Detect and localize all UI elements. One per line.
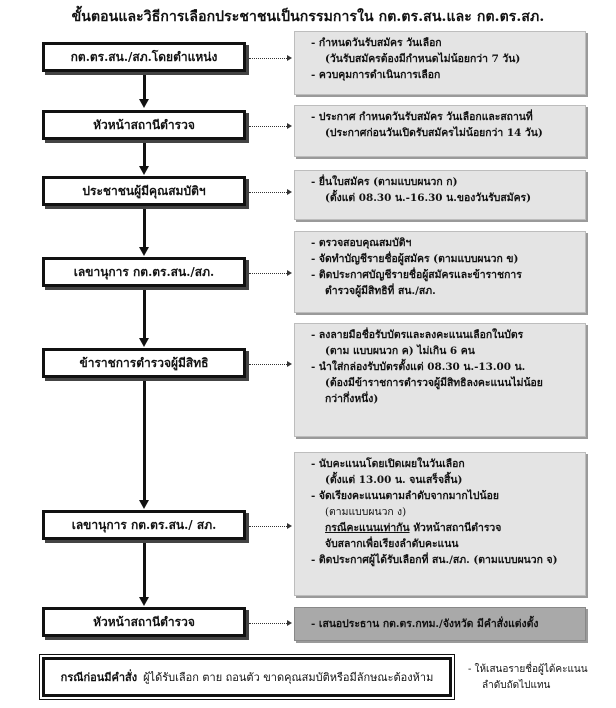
detail-box-2: - ประกาศ กำหนดวันรับสมัคร วันเลือกและสถา…	[294, 105, 586, 157]
dotted-connector	[249, 126, 289, 127]
step-label: หัวหน้าสถานีตำรวจ	[93, 614, 195, 629]
detail-line: กว่ากึ่งหนึ่ง)	[325, 393, 379, 405]
step-label: เลขานุการ กต.ตร.สน./ สภ.	[71, 517, 217, 532]
dotted-arrowhead	[287, 620, 292, 626]
page-title: ขั้นตอนและวิธีการเลือกประชาชนเป็นกรรมการ…	[71, 9, 545, 25]
step-box-5: ข้าราชการตำรวจผู้มีสิทธิ	[42, 348, 246, 378]
step-box-1: กต.ตร.สน./สภ.โดยตำแหน่ง	[42, 42, 246, 72]
detail-line: - จัดทำบัญชีรายชื่อผู้สมัคร (ตามแบบผนวก …	[311, 253, 519, 265]
flow-arrowhead	[139, 597, 149, 606]
detail-line: - กำหนดวันรับสมัคร วันเลือก	[311, 37, 442, 49]
dotted-arrowhead	[287, 123, 292, 129]
exception-label: กรณีก่อนมีคำสั่ง	[60, 671, 138, 684]
detail-box-5: - ลงลายมือชื่อรับบัตรและลงคะแนนเลือกในบั…	[294, 323, 586, 437]
side-note: - ให้เสนอรายชื่อผู้ได้คะแนน ลำดับถัดไปแท…	[468, 662, 608, 694]
dotted-arrowhead	[287, 361, 292, 367]
detail-line: จับสลากเพื่อเรียงลำดับคะแนน	[325, 538, 459, 550]
detail-line: - ติดประกาศบัญชีรายชื่อผู้สมัครและข้าราช…	[311, 269, 522, 281]
detail-box-3: - ยื่นใบสมัคร (ตามแบบผนวก ก) (ตั้งแต่ 08…	[294, 170, 586, 220]
detail-line: (วันรับสมัครต้องมีกำหนดไม่น้อยกว่า 7 วัน…	[325, 53, 521, 65]
flow-arrowhead	[139, 99, 149, 108]
flow-line	[143, 143, 146, 166]
step-label: เลขานุการ กต.ตร.สน./สภ.	[73, 264, 215, 279]
detail-box-1: - กำหนดวันรับสมัคร วันเลือก (วันรับสมัคร…	[294, 31, 586, 95]
detail-line: - นับคะแนนโดยเปิดเผยในวันเลือก	[311, 458, 465, 470]
dotted-arrowhead	[287, 523, 292, 529]
detail-line: - ตรวจสอบคุณสมบัติฯ	[311, 237, 412, 249]
dotted-connector	[249, 623, 289, 624]
detail-line: (ตามแบบผนวก ง)	[325, 506, 407, 518]
dotted-connector	[249, 192, 289, 193]
step-box-7: หัวหน้าสถานีตำรวจ	[42, 607, 246, 637]
dotted-arrowhead	[287, 270, 292, 276]
exception-box: กรณีก่อนมีคำสั่ง ผู้ได้รับเลือก ตาย ถอนต…	[39, 654, 455, 700]
detail-line: - ควบคุมการดำเนินการเลือก	[311, 69, 441, 81]
detail-line: - ยื่นใบสมัคร (ตามแบบผนวก ก)	[311, 176, 458, 188]
flow-arrowhead	[139, 166, 149, 175]
detail-line: - ติดประกาศผู้ได้รับเลือกที่ สน./สภ. (ตา…	[311, 554, 558, 566]
detail-line: (ตาม แบบผนวก ค) ไม่เกิน 6 คน	[325, 345, 475, 357]
flow-arrowhead	[139, 247, 149, 256]
dotted-connector	[249, 273, 289, 274]
detail-line: ตำรวจผู้มีสิทธิที่ สน./สภ.	[325, 285, 436, 297]
detail-line: - ลงลายมือชื่อรับบัตรและลงคะแนนเลือกในบั…	[311, 329, 524, 341]
dotted-arrowhead	[287, 189, 292, 195]
side-note-line: - ให้เสนอรายชื่อผู้ได้คะแนน	[468, 664, 588, 675]
flow-line	[143, 290, 146, 338]
detail-line: - ประกาศ กำหนดวันรับสมัคร วันเลือกและสถา…	[311, 111, 533, 123]
detail-box-4: - ตรวจสอบคุณสมบัติฯ - จัดทำบัญชีรายชื่อผ…	[294, 231, 586, 313]
flow-arrowhead	[139, 338, 149, 347]
flow-line	[143, 209, 146, 247]
exception-text: ผู้ได้รับเลือก ตาย ถอนตัว ขาดคุณสมบัติหร…	[143, 671, 434, 684]
detail-line-underlined: กรณีคะแนนเท่ากัน หัวหน้าสถานีตำรวจ	[325, 522, 502, 534]
flow-line	[143, 543, 146, 597]
side-note-line: ลำดับถัดไปแทน	[482, 680, 551, 691]
step-label: กต.ตร.สน./สภ.โดยตำแหน่ง	[70, 49, 218, 64]
detail-line: (ประกาศก่อนวันเปิดรับสมัครไม่น้อยกว่า 14…	[325, 127, 543, 139]
detail-line: - เสนอประธาน กต.ตร.กทม./จังหวัด มีคำสั่ง…	[311, 618, 539, 630]
flow-line	[143, 381, 146, 500]
step-label: หัวหน้าสถานีตำรวจ	[93, 117, 195, 132]
dotted-connector	[249, 526, 289, 527]
dotted-arrowhead	[287, 55, 292, 61]
detail-box-7: - เสนอประธาน กต.ตร.กทม./จังหวัด มีคำสั่ง…	[294, 607, 586, 641]
flow-arrowhead	[139, 500, 149, 509]
step-box-4: เลขานุการ กต.ตร.สน./สภ.	[42, 257, 246, 287]
detail-line: - นำใส่กล่องรับบัตรตั้งแต่ 08.30 น.-13.0…	[311, 361, 526, 373]
step-box-6: เลขานุการ กต.ตร.สน./ สภ.	[42, 510, 246, 540]
detail-line: (ตั้งแต่ 13.00 น. จนเสร็จสิ้น)	[325, 474, 463, 486]
flow-line	[143, 75, 146, 99]
dotted-connector	[249, 58, 289, 59]
step-label: ข้าราชการตำรวจผู้มีสิทธิ	[79, 355, 209, 370]
step-label: ประชาชนผู้มีคุณสมบัติฯ	[82, 183, 206, 198]
step-box-3: ประชาชนผู้มีคุณสมบัติฯ	[42, 176, 246, 206]
detail-box-6: - นับคะแนนโดยเปิดเผยในวันเลือก (ตั้งแต่ …	[294, 452, 586, 596]
dotted-connector	[249, 364, 289, 365]
detail-line: - จัดเรียงคะแนนตามลำดับจากมากไปน้อย	[311, 490, 499, 502]
step-box-2: หัวหน้าสถานีตำรวจ	[42, 110, 246, 140]
detail-line: (ต้องมีข้าราชการตำรวจผู้มีสิทธิลงคะแนนไม…	[325, 377, 543, 389]
detail-line: (ตั้งแต่ 08.30 น.-16.30 น.ของวันรับสมัคร…	[325, 192, 532, 204]
